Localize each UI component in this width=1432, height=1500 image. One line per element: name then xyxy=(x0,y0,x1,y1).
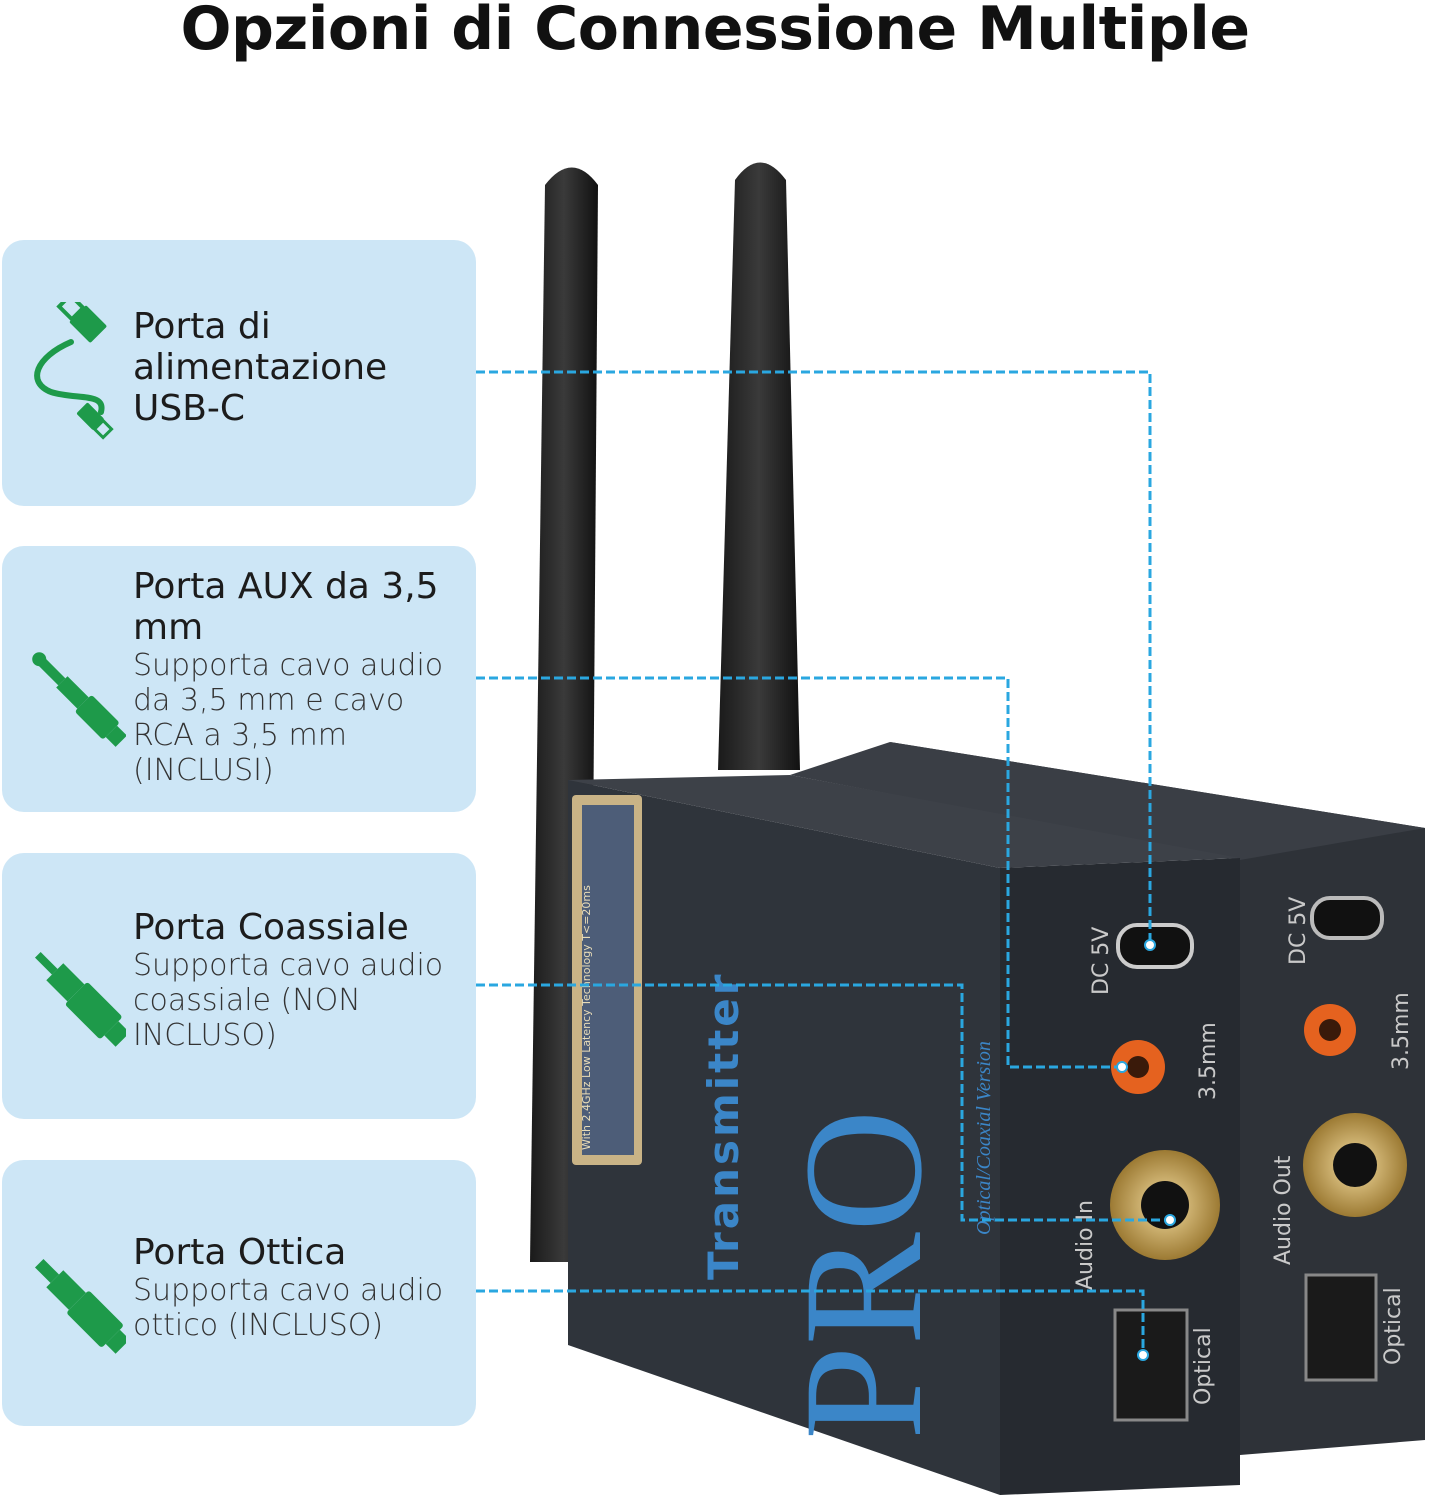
feature-card-optical: Porta Ottica Supporta cavo audio ottico … xyxy=(2,1160,476,1426)
optical-plug-icon xyxy=(34,1258,126,1354)
connector-endpoints xyxy=(1116,939,1176,1361)
dc-label: DC 5V xyxy=(1089,927,1114,995)
feature-title: Porta AUX da 3,5 mm xyxy=(133,566,439,648)
aux-jack-icon xyxy=(32,652,126,747)
feature-subtitle: Supporta cavo audio coassiale (NON INCLU… xyxy=(133,948,444,1053)
page-title: Opzioni di Connessione Multiple xyxy=(180,0,1250,64)
feature-title: Porta Coassiale xyxy=(133,907,409,948)
optical-label: Optical xyxy=(1191,1327,1216,1405)
feature-title: Porta Ottica xyxy=(133,1232,347,1273)
connector-coaxial xyxy=(476,983,1170,1222)
optical-port xyxy=(1113,1308,1189,1422)
feature-card-coaxial: Porta Coassiale Supporta cavo audio coas… xyxy=(2,853,476,1119)
feature-subtitle: Supporta cavo audio da 3,5 mm e cavo RCA… xyxy=(133,648,444,788)
feature-subtitle: Supporta cavo audio ottico (INCLUSO) xyxy=(133,1273,444,1343)
model-label: Transmitter xyxy=(699,971,748,1280)
aux-label: 3.5mm xyxy=(1389,992,1414,1070)
optical-label: Optical xyxy=(1381,1287,1406,1365)
audio-in-label: Audio In xyxy=(1073,1200,1098,1290)
dc-label: DC 5V xyxy=(1286,897,1311,965)
connector-optical xyxy=(476,1289,1145,1355)
feature-card-usb-c: Porta di alimentazione USB-C xyxy=(2,240,476,506)
rca-plug-icon xyxy=(34,951,126,1047)
feature-card-aux: Porta AUX da 3,5 mm Supporta cavo audio … xyxy=(2,546,476,812)
connector-usb-c xyxy=(476,370,1152,945)
transmitter-box: With 2.4GHz Low Latency Technology T<=20… xyxy=(568,775,1240,1495)
connector-lines xyxy=(476,370,1170,1355)
feature-title: Porta di alimentazione USB-C xyxy=(133,306,388,429)
audio-out-label: Audio Out xyxy=(1271,1155,1296,1265)
usb-c-port xyxy=(1310,896,1384,940)
connector-aux xyxy=(476,676,1122,1069)
brand-label: PRO xyxy=(769,1109,957,1440)
aux-label: 3.5mm xyxy=(1196,1022,1221,1100)
optical-port xyxy=(1304,1273,1378,1382)
usb-cable-icon xyxy=(34,302,114,440)
receiver-box: DC 5V 3.5mm Audio Out Optical xyxy=(790,742,1425,1455)
antenna-right xyxy=(718,162,800,770)
spec-label: With 2.4GHz Low Latency Technology T<=20… xyxy=(580,885,593,1150)
version-label: Optical/Coaxial Version xyxy=(973,1041,995,1235)
